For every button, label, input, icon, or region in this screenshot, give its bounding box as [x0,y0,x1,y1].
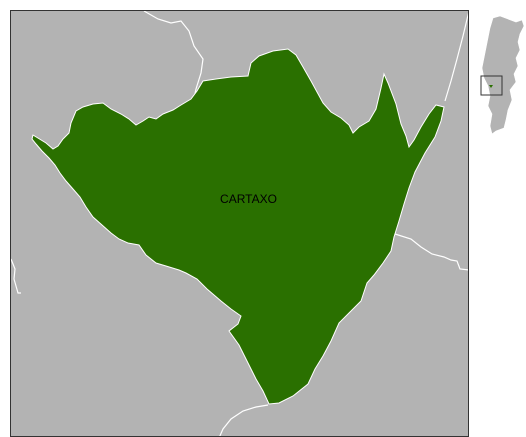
region-label: CARTAXO [220,192,277,206]
boundary-east [394,233,468,271]
locator-box [480,75,503,96]
portugal-outline [480,15,525,135]
cartaxo-region [31,48,445,405]
locator-marker [489,85,493,88]
portugal-land [481,15,525,135]
locator-map [476,14,526,142]
main-map: CARTAXO [10,10,469,437]
boundary-northeast [444,12,468,102]
boundary-west [11,258,21,294]
map-svg [11,11,468,436]
boundary-south [219,404,269,436]
